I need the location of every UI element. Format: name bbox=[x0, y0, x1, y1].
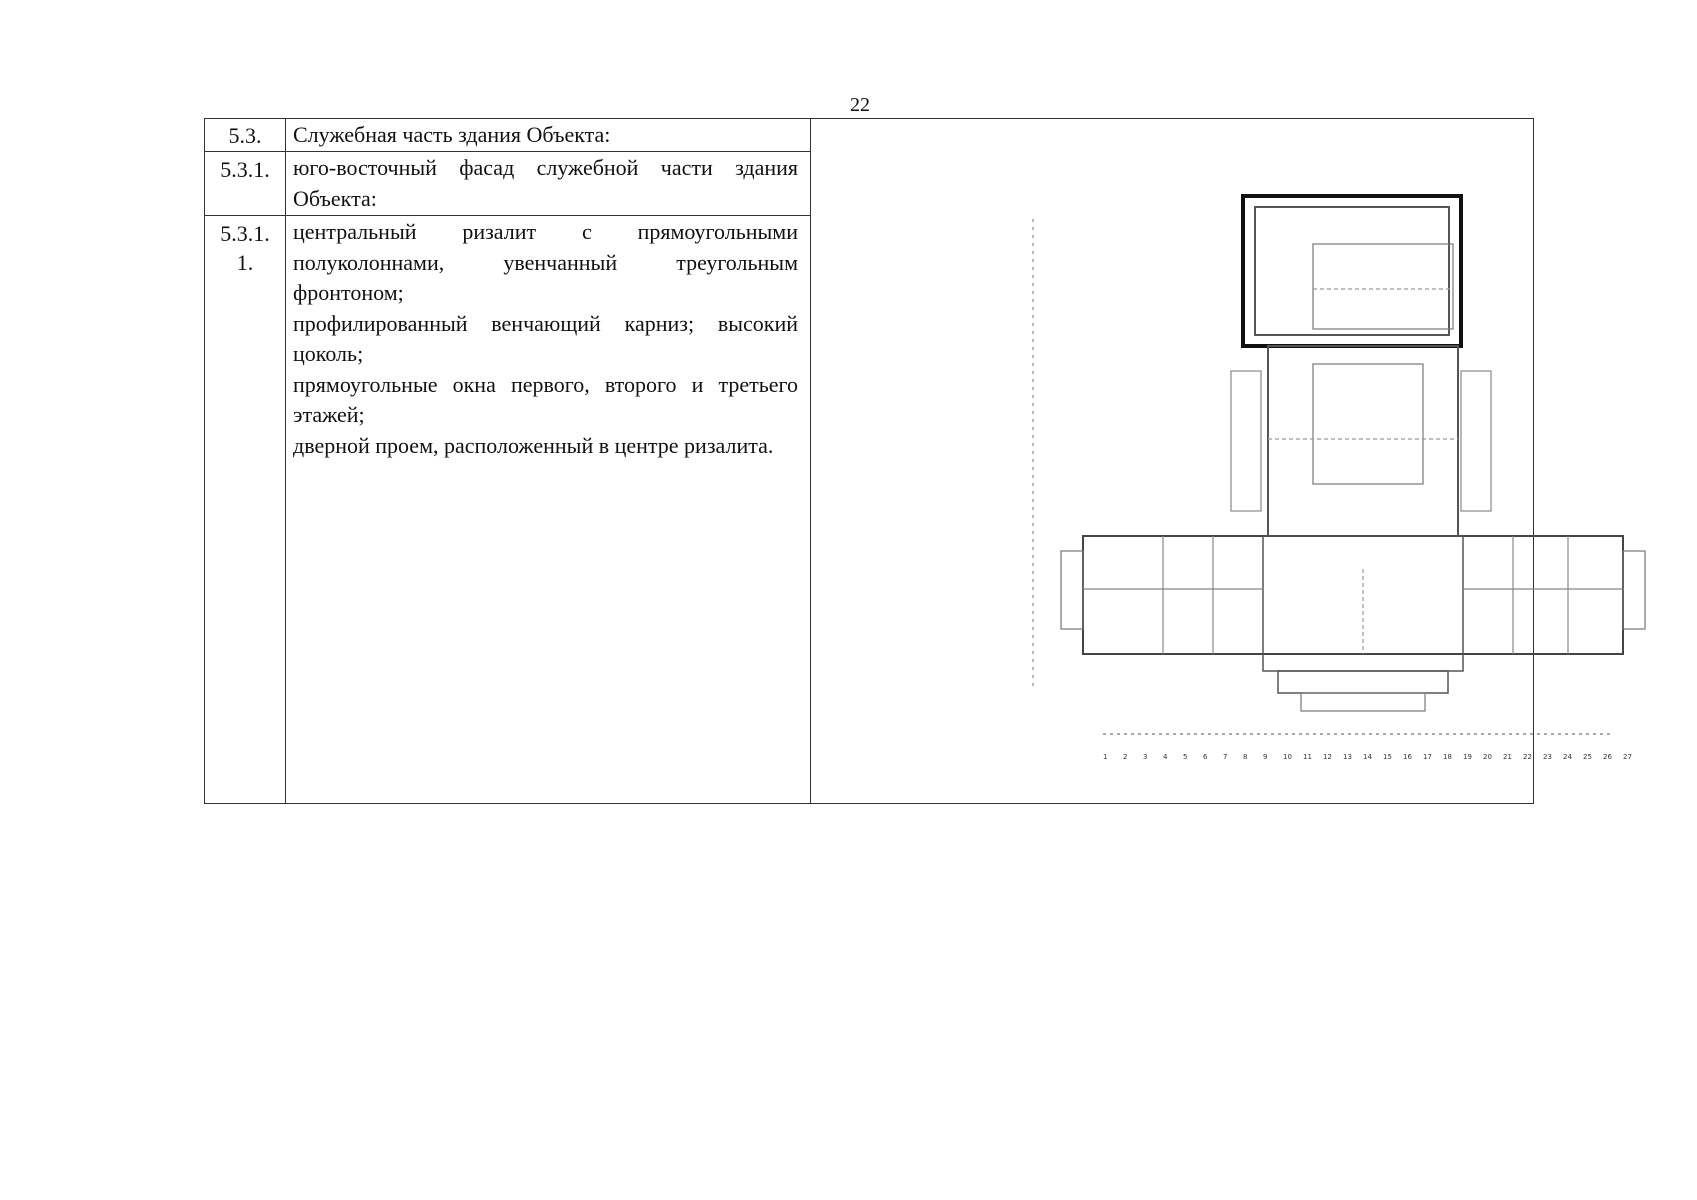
row-number-5-3-1: 5.3.1. bbox=[220, 157, 270, 182]
row-text-southeast-facade: юго-восточный фасад служебной части здан… bbox=[293, 155, 798, 211]
element-item: профилированный венчающий карниз; высоки… bbox=[293, 310, 798, 367]
element-item: прямоугольные окна первого, второго и тр… bbox=[293, 371, 798, 428]
axis-label: 5 bbox=[1183, 753, 1187, 761]
west-stair-wing bbox=[1230, 370, 1262, 512]
courtyard-wing-hall bbox=[1312, 363, 1424, 485]
axis-label: 25 bbox=[1583, 753, 1592, 761]
porch-steps bbox=[1300, 692, 1426, 712]
service-block-outline bbox=[1254, 206, 1450, 336]
element-item: дверной проем, расположенный в центре ри… bbox=[293, 432, 774, 458]
axis-label: 26 bbox=[1603, 753, 1612, 761]
axis-label: 21 bbox=[1503, 753, 1512, 761]
row-text-service-part: Служебная часть здания Объекта: bbox=[293, 122, 611, 147]
axis-label: 19 bbox=[1463, 753, 1472, 761]
column-divider-image bbox=[810, 119, 811, 803]
axis-label: 9 bbox=[1263, 753, 1267, 761]
axis-label: 4 bbox=[1163, 753, 1168, 761]
axis-label: 14 bbox=[1363, 753, 1372, 761]
axis-label: 23 bbox=[1543, 753, 1552, 761]
document-table: 5.3. Служебная часть здания Объекта: 5.3… bbox=[204, 118, 1646, 804]
main-block-outline bbox=[1082, 535, 1624, 655]
east-porch bbox=[1622, 550, 1646, 630]
axis-label: 11 bbox=[1303, 753, 1312, 761]
axis-label: 7 bbox=[1223, 753, 1227, 761]
axis-label: 27 bbox=[1623, 753, 1632, 761]
axis-label: 2 bbox=[1123, 753, 1127, 761]
element-item: центральный ризалит с прямоугольными пол… bbox=[293, 219, 798, 305]
highlighted-service-block-frame bbox=[1241, 194, 1463, 348]
axis-label: 3 bbox=[1143, 753, 1147, 761]
axis-label: 6 bbox=[1203, 753, 1208, 761]
axis-label: 1 bbox=[1103, 753, 1107, 761]
floor-plan-drawing: 1 2 3 4 5 6 7 8 9 10 11 12 13 14 15 16 1… bbox=[1032, 194, 1646, 761]
axis-label: 17 bbox=[1423, 753, 1432, 761]
courtyard-wing-outline bbox=[1267, 345, 1459, 537]
axis-label: 12 bbox=[1323, 753, 1332, 761]
central-block-outline bbox=[1262, 535, 1464, 672]
axis-label: 8 bbox=[1243, 753, 1247, 761]
row-number-part-1: 5.3.1. bbox=[220, 221, 270, 246]
row-text-elements: центральный ризалит с прямоугольными пол… bbox=[293, 217, 798, 461]
axis-label: 24 bbox=[1563, 753, 1572, 761]
east-stair-wing bbox=[1460, 370, 1492, 512]
axis-label: 18 bbox=[1443, 753, 1452, 761]
axis-labels: 1 2 3 4 5 6 7 8 9 10 11 12 13 14 15 16 1… bbox=[1103, 753, 1632, 761]
row-number-part-2: 1. bbox=[236, 250, 254, 275]
row-number-5-3-1-1: 5.3.1. 1. bbox=[205, 219, 285, 277]
axis-label: 16 bbox=[1403, 753, 1412, 761]
row-number-5-3: 5.3. bbox=[228, 123, 262, 148]
axis-label: 20 bbox=[1483, 753, 1492, 761]
service-block-hall bbox=[1312, 243, 1454, 330]
row-divider-1 bbox=[205, 151, 810, 152]
page-number: 22 bbox=[850, 94, 870, 116]
portico-outline bbox=[1277, 670, 1449, 694]
row-divider-2 bbox=[205, 215, 810, 216]
axis-label: 22 bbox=[1523, 753, 1532, 761]
column-divider-num bbox=[285, 119, 286, 803]
axis-label: 10 bbox=[1283, 753, 1292, 761]
axis-label: 13 bbox=[1343, 753, 1352, 761]
axis-label: 15 bbox=[1383, 753, 1392, 761]
west-porch bbox=[1060, 550, 1084, 630]
